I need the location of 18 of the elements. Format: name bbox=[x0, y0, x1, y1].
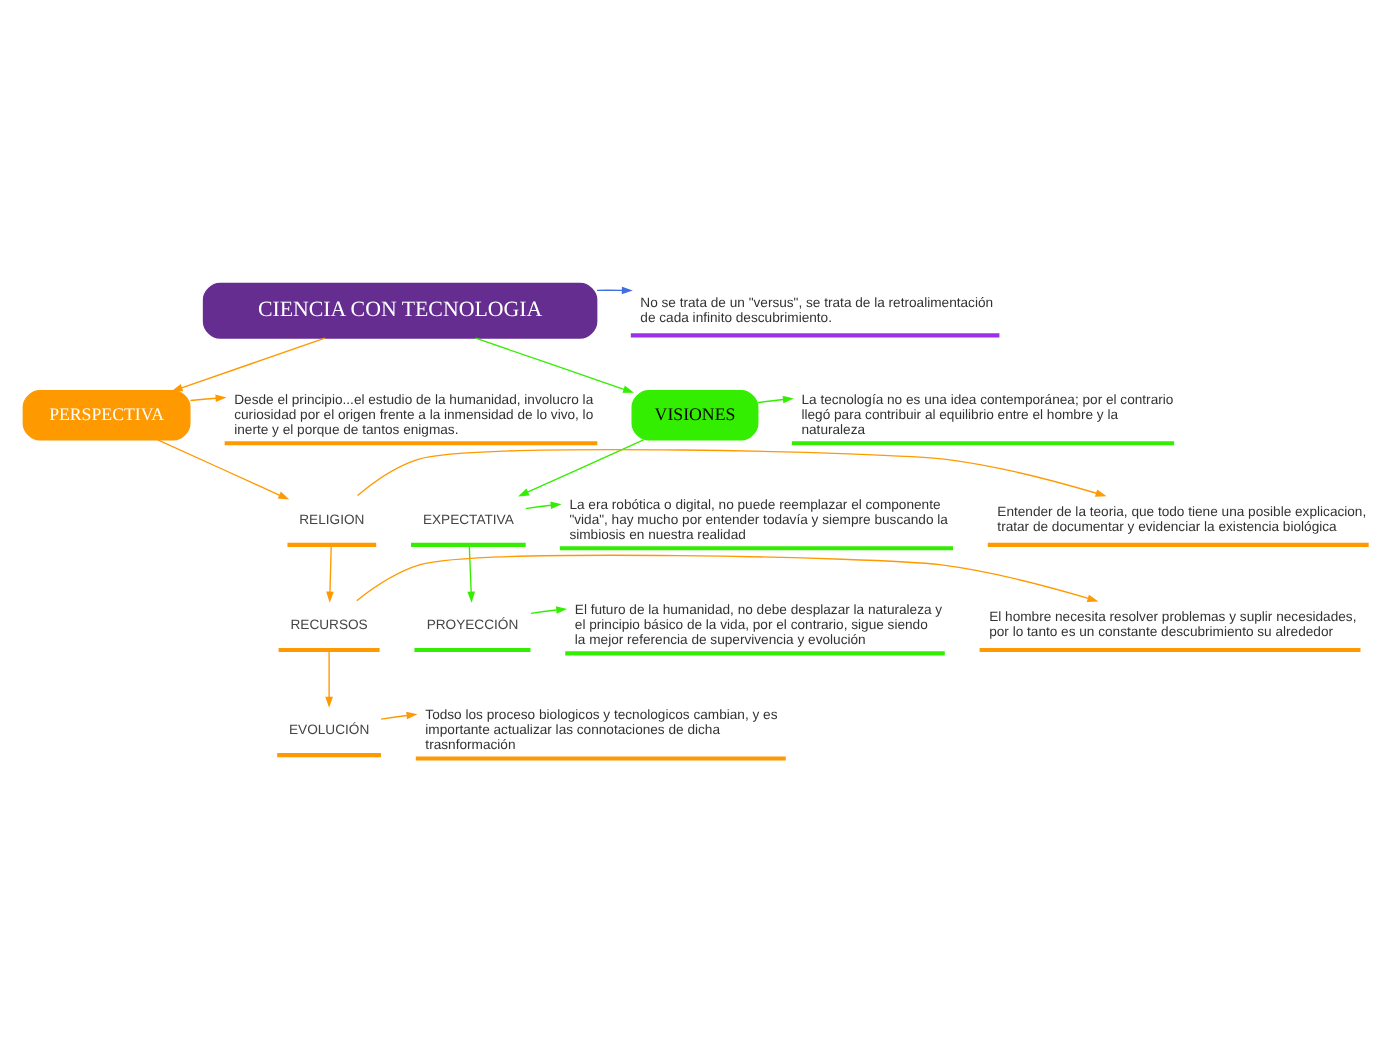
arrow bbox=[474, 336, 635, 392]
arrow bbox=[596, 285, 633, 294]
arrow bbox=[356, 447, 1107, 496]
arrow bbox=[356, 553, 1099, 601]
arrow bbox=[467, 543, 475, 602]
node-box: VISIONES bbox=[631, 388, 759, 440]
arrow bbox=[530, 605, 568, 613]
arrow bbox=[525, 500, 562, 509]
node-box: PERSPECTIVA bbox=[22, 388, 191, 440]
arrow bbox=[157, 438, 290, 499]
arrow bbox=[518, 438, 645, 496]
arrow bbox=[171, 336, 326, 391]
arrow bbox=[325, 648, 333, 707]
arrow bbox=[380, 710, 418, 719]
node-box: CIENCIA CON TECNOLOGIA bbox=[202, 281, 598, 338]
arrow bbox=[757, 394, 794, 403]
arrow bbox=[326, 543, 334, 602]
arrow bbox=[189, 393, 227, 402]
